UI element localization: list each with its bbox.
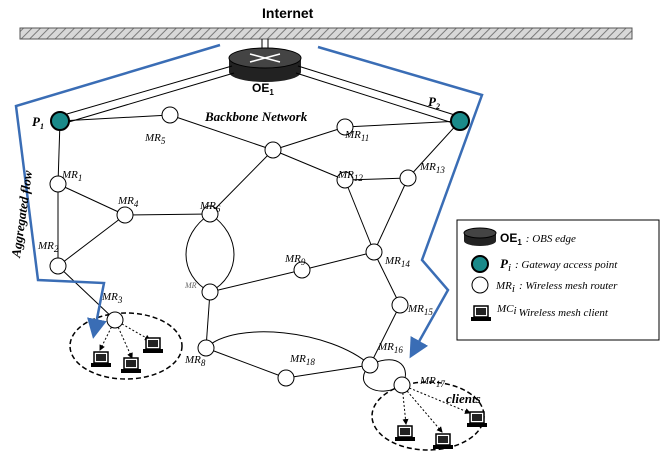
backbone-label: Backbone Network <box>204 109 308 124</box>
obs-edge-router-icon <box>228 47 302 82</box>
aggregated-flow-right-arrow <box>317 45 484 359</box>
obs-edge-label: OE1 <box>252 81 274 97</box>
mesh-links <box>57 114 461 392</box>
router-label-mr17: MR17 <box>419 375 445 389</box>
router-label-mr12: MR12 <box>337 169 363 183</box>
legend-obs-edge: OE1: OBS edge <box>500 231 576 247</box>
router-label-mr16: MR16 <box>377 341 403 355</box>
router-label-mr4: MR4 <box>117 195 139 209</box>
router-label-mr3: MR3 <box>101 291 123 305</box>
laptop-icon <box>433 433 453 449</box>
router-mr2 <box>49 257 67 275</box>
clients-label: clients <box>446 391 481 406</box>
legend-router: MRi: Wireless mesh router <box>495 280 618 295</box>
router-label-mr11: MR11 <box>344 129 369 143</box>
laptop-icon <box>91 351 111 367</box>
router-mr13 <box>399 169 417 187</box>
router-label-mr2: MR2 <box>37 240 59 254</box>
router-mr8 <box>197 339 215 357</box>
obs-links <box>59 65 459 125</box>
legend-gateway: Pi: Gateway access point <box>500 256 618 274</box>
legend: OE1: OBS edge Pi: Gateway access point M… <box>456 219 660 341</box>
router-mr17 <box>393 376 411 394</box>
router-label-mr15: MR15 <box>407 303 433 317</box>
laptop-icon <box>471 305 491 321</box>
laptop-icon <box>121 357 141 373</box>
router-label-mr5: MR5 <box>144 132 166 146</box>
laptop-icon <box>395 425 415 441</box>
internet-bar <box>19 27 633 40</box>
legend-client-icon <box>471 305 491 321</box>
client-cluster-left <box>69 312 183 380</box>
router-mr1 <box>49 175 67 193</box>
router-mr6 <box>201 205 219 223</box>
router-label-mr13: MR13 <box>419 161 445 175</box>
gateway-p1-label: P1 <box>32 114 44 131</box>
router-mr9 <box>293 261 311 279</box>
router-label-mr1: MR1 <box>61 169 82 183</box>
laptop-icon <box>467 411 487 427</box>
router-mr7 <box>201 283 219 301</box>
internet-title: Internet <box>262 5 314 21</box>
router-label-mr18: MR18 <box>289 353 315 367</box>
router-label-mr14: MR14 <box>384 255 410 269</box>
router-label-mr6: MR6 <box>199 200 221 214</box>
router-mr15 <box>391 296 409 314</box>
legend-obs-edge-icon <box>463 227 497 246</box>
router-mr14 <box>365 243 383 261</box>
router-mr5 <box>161 106 179 124</box>
legend-gateway-icon <box>471 255 489 273</box>
gateway-p1 <box>50 111 70 131</box>
router-mr11 <box>336 118 354 136</box>
router-mrtop <box>264 141 282 159</box>
router-mr3 <box>106 311 124 329</box>
router-label-mr7: MR <box>184 281 197 290</box>
aggregated-flow-label: Aggregated flow <box>8 169 35 259</box>
router-mr4 <box>116 206 134 224</box>
router-label-mr9: MR9 <box>284 253 306 267</box>
router-mr12 <box>336 171 354 189</box>
gateway-p2 <box>450 111 470 131</box>
router-label-mr8: MR8 <box>184 354 206 368</box>
legend-router-icon <box>471 276 489 294</box>
router-mr18 <box>277 369 295 387</box>
aggregated-flow-left-arrow <box>14 43 221 339</box>
laptop-icon <box>143 337 163 353</box>
gateway-p2-label: P2 <box>428 94 440 111</box>
router-mr16 <box>361 356 379 374</box>
